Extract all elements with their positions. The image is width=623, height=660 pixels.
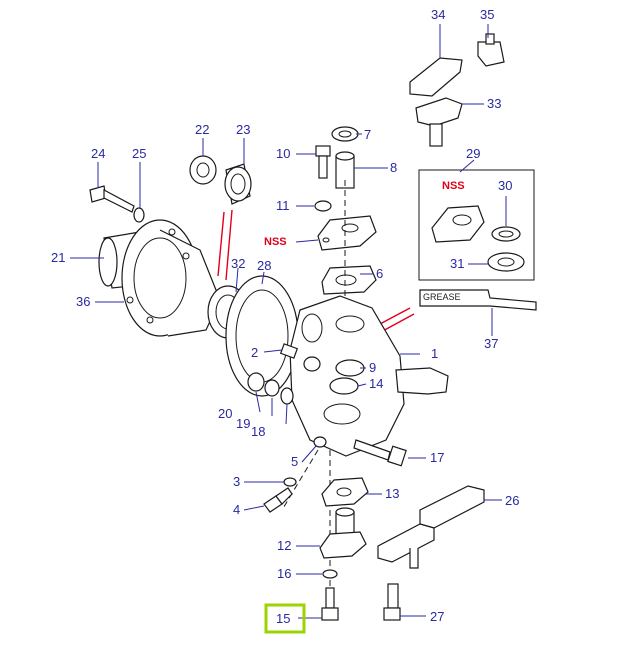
callout-25[interactable]: 25 (132, 146, 146, 161)
swivel-housing-1[interactable] (289, 295, 449, 457)
callout-2[interactable]: 2 (251, 345, 258, 360)
callout-21[interactable]: 21 (51, 250, 65, 265)
pin-5[interactable] (313, 436, 327, 448)
callout-20[interactable]: 20 (218, 406, 232, 421)
callout-10[interactable]: 10 (276, 146, 290, 161)
bearing-22[interactable] (189, 155, 217, 185)
nut-20[interactable] (247, 372, 265, 392)
gasket-6[interactable] (321, 265, 377, 295)
seal-7[interactable] (331, 126, 359, 142)
bolt-17[interactable] (353, 439, 407, 467)
washer-30[interactable] (491, 226, 521, 242)
nss-label-box: NSS (442, 180, 465, 192)
callout-labels: 34 35 33 7 10 8 11 NSS 6 29 NSS 30 31 GR… (51, 7, 519, 626)
callout-28[interactable]: 28 (257, 258, 271, 273)
callout-13[interactable]: 13 (385, 486, 399, 501)
callout-30[interactable]: 30 (498, 178, 512, 193)
nss-label-main: NSS (264, 236, 287, 248)
callout-29[interactable]: 29 (466, 146, 480, 161)
washer-16[interactable] (322, 569, 338, 579)
axis-lower-left (281, 449, 319, 511)
screw-2[interactable] (279, 343, 299, 359)
indicator-line (225, 209, 233, 281)
bracket-34[interactable] (409, 30, 463, 97)
callout-19[interactable]: 19 (236, 416, 250, 431)
clip-35[interactable] (477, 33, 505, 67)
bolt-27[interactable] (383, 583, 401, 621)
washer-19[interactable] (264, 379, 280, 397)
bolt-24[interactable] (89, 185, 135, 213)
callout-31[interactable]: 31 (450, 256, 464, 271)
callout-17[interactable]: 17 (430, 450, 444, 465)
plate-nss-box[interactable] (431, 205, 485, 243)
bush-8[interactable] (335, 151, 355, 189)
callout-9[interactable]: 9 (369, 360, 376, 375)
callout-34[interactable]: 34 (431, 7, 445, 22)
callout-12[interactable]: 12 (277, 538, 291, 553)
nut-4[interactable] (263, 487, 293, 513)
callout-1[interactable]: 1 (431, 346, 438, 361)
upper-plate[interactable] (317, 215, 377, 251)
grease-label: GREASE (423, 292, 461, 302)
callout-26[interactable]: 26 (505, 493, 519, 508)
callout-33[interactable]: 33 (487, 96, 501, 111)
bracket-26[interactable] (377, 485, 485, 569)
callout-24[interactable]: 24 (91, 146, 105, 161)
grease-tag-37[interactable] (419, 289, 537, 311)
plug-9[interactable] (303, 356, 321, 372)
callout-8[interactable]: 8 (390, 160, 397, 175)
lower-plate-12[interactable] (319, 507, 367, 559)
bearing-31[interactable] (487, 252, 525, 272)
washer-3[interactable] (283, 477, 297, 487)
washer-25[interactable] (133, 207, 145, 223)
callout-16[interactable]: 16 (277, 566, 291, 581)
callout-18[interactable]: 18 (251, 424, 265, 439)
bolt-15[interactable] (321, 587, 339, 621)
gasket-13[interactable] (321, 477, 369, 507)
callout-23[interactable]: 23 (236, 122, 250, 137)
callout-32[interactable]: 32 (231, 256, 245, 271)
callout-4[interactable]: 4 (233, 502, 240, 517)
callout-15[interactable]: 15 (276, 611, 290, 626)
bearing-23[interactable] (224, 163, 252, 205)
callout-37[interactable]: 37 (484, 336, 498, 351)
highlight-box-15 (264, 603, 306, 634)
hub-36[interactable] (98, 219, 221, 337)
leader-lines (70, 24, 507, 619)
bolt-10[interactable] (315, 145, 331, 179)
callout-6[interactable]: 6 (376, 266, 383, 281)
callout-7[interactable]: 7 (364, 127, 371, 142)
callout-11[interactable]: 11 (276, 198, 290, 213)
callout-36[interactable]: 36 (76, 294, 90, 309)
indicator-line (217, 211, 225, 277)
callout-5[interactable]: 5 (291, 454, 298, 469)
callout-3[interactable]: 3 (233, 474, 240, 489)
callout-14[interactable]: 14 (369, 376, 383, 391)
callout-22[interactable]: 22 (195, 122, 209, 137)
washer-18[interactable] (280, 387, 294, 405)
washer-11[interactable] (314, 200, 332, 212)
callout-35[interactable]: 35 (480, 7, 494, 22)
box-29 (418, 169, 535, 281)
callout-27[interactable]: 27 (430, 609, 444, 624)
sensor-33[interactable] (415, 97, 463, 147)
